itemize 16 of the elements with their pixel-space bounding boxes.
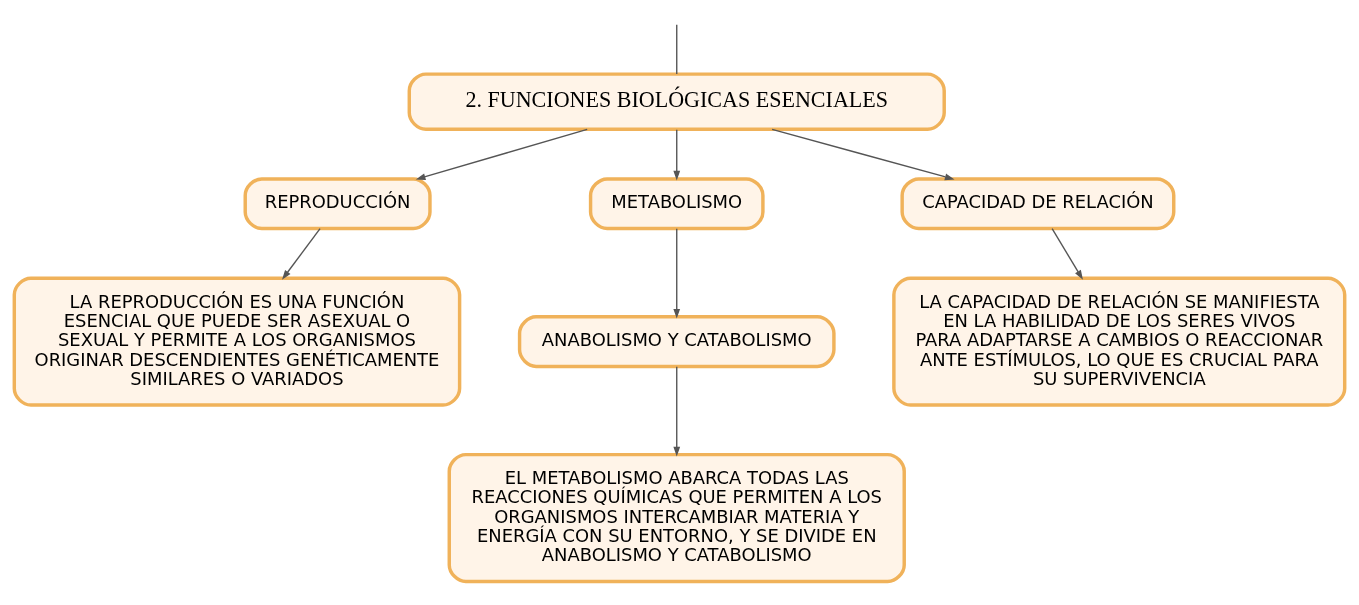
node-box: 2. FUNCIONES BIOLÓGICAS ESENCIALES [407,72,946,131]
arrow [771,128,955,181]
arrow [282,227,321,280]
node-box: LA CAPACIDAD DE RELACIÓN SE MANIFIESTA EN LA HABILIDAD DE LOS SERES VIVOS PARA ADAPTARSE A CAMBIOS O REACCIONAR ANTE ESTÍMULOS, LO QUE ES CRUCIAL PARA SU SUPERVIVENCIA [892,276,1347,407]
arrow [415,128,588,180]
arrow [673,129,681,181]
node-box: EL METABOLISMO ABARCA TODAS LAS REACCIONES QUÍMICAS QUE PERMITEN A LOS ORGANISMOS INTERCAMBIAR MATERIA Y ENERGÍA CON SU ENTORNO, Y SE DIVIDE EN ANABOLISMO Y CATABOLISMO [447,452,906,584]
arrow [1051,227,1083,280]
connector [676,24,678,75]
arrow [673,366,681,457]
node-box: METABOLISMO [588,177,765,231]
arrow [673,227,681,319]
node-box: ANABOLISMO Y CATABOLISMO [517,315,836,369]
node-box: LA REPRODUCCIÓN ES UNA FUNCIÓN ESENCIAL QUE PUEDE SER ASEXUAL O SEXUAL Y PERMITE A LOS ORGANISMOS ORIGINAR DESCENDIENTES GENÉTICAMENTE SIMILARES O VARIADOS [12,276,462,407]
node-box: REPRODUCCIÓN [243,177,432,231]
node-box: CAPACIDAD DE RELACIÓN [900,177,1176,231]
